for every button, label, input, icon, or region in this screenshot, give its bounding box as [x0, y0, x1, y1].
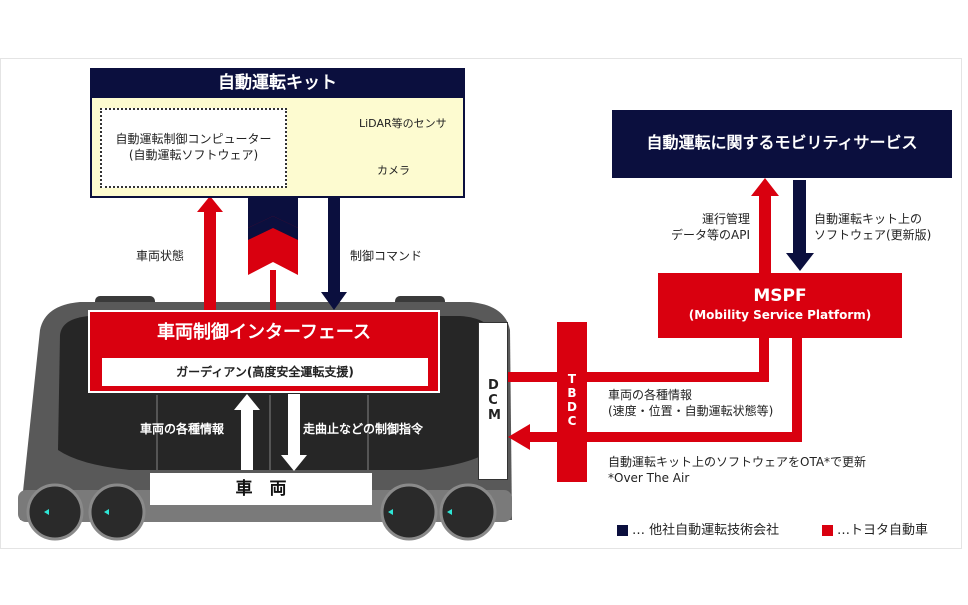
vehicle-state-label: 車両状態 — [136, 249, 185, 263]
computer-sublabel: (自動運転ソフトウェア) — [128, 148, 259, 162]
lidar-label: LiDAR等のセンサ — [359, 117, 447, 130]
mspf-title: MSPF — [753, 286, 807, 306]
guardian-label: ガーディアン(高度安全運転支援) — [176, 365, 354, 379]
control-command-arrow — [321, 197, 347, 310]
legend-navy-swatch — [617, 525, 628, 536]
software-down-arrow — [786, 180, 814, 271]
tbdc-label: TBDC — [567, 372, 577, 428]
info-label-1: 車両の各種情報 — [608, 388, 693, 402]
camera-label: カメラ — [377, 164, 410, 177]
guardian-link-icon — [248, 198, 298, 310]
command-down-arrow — [281, 394, 307, 471]
vehicle-state-arrow — [197, 196, 223, 310]
computer-label: 自動運転制御コンピューター — [115, 132, 272, 146]
software-label-1: 自動運転キット上の — [814, 212, 923, 226]
mobility-service-box: 自動運転に関するモビリティサービス — [612, 110, 952, 178]
info-label-2: (速度・位置・自動運転状態等) — [608, 404, 774, 418]
dcm-label: DCM — [488, 378, 501, 423]
control-computer-box: 自動運転制御コンピューター (自動運転ソフトウェア) — [100, 108, 287, 188]
control-instruction-label: 走曲止などの制御指令 — [303, 422, 424, 436]
frame — [0, 58, 962, 549]
vehicle-info-label: 車両の各種情報 — [140, 422, 225, 436]
guardian-box: ガーディアン(高度安全運転支援) — [102, 358, 428, 386]
mspf-dcm-connection — [507, 338, 802, 450]
software-label-2: ソフトウェア(更新版) — [814, 228, 932, 242]
interface-title: 車両制御インターフェース — [156, 322, 372, 343]
wheel — [380, 483, 438, 541]
info-up-arrow — [234, 394, 260, 470]
vehicle-box: 車 両 — [150, 473, 372, 505]
mspf-subtitle: (Mobility Service Platform) — [688, 308, 872, 322]
mspf-box: MSPF (Mobility Service Platform) — [658, 273, 902, 338]
ota-label-2: *Over The Air — [608, 471, 690, 485]
dcm-box: DCM — [478, 322, 508, 480]
vehicle-control-interface: 車両制御インターフェース ガーディアン(高度安全運転支援) — [88, 310, 440, 393]
ota-label-1: 自動運転キット上のソフトウェアをOTA*で更新 — [608, 455, 867, 469]
wheel — [88, 483, 146, 541]
tbdc-bar — [557, 322, 587, 482]
legend-other-company: … 他社自動運転技術会社 — [632, 523, 780, 538]
control-command-label: 制御コマンド — [350, 249, 423, 263]
mobility-service-title: 自動運転に関するモビリティサービス — [646, 133, 918, 152]
legend-toyota: …トヨタ自動車 — [837, 523, 929, 538]
api-up-arrow — [751, 178, 779, 273]
wheel — [26, 483, 84, 541]
wheel — [439, 483, 497, 541]
legend-red-swatch — [822, 525, 833, 536]
kit-header: 自動運転キット — [90, 68, 465, 98]
api-label-2: データ等のAPI — [671, 228, 750, 242]
api-label-1: 運行管理 — [701, 212, 750, 226]
kit-title: 自動運転キット — [218, 73, 337, 93]
vehicle-label: 車 両 — [235, 479, 287, 499]
